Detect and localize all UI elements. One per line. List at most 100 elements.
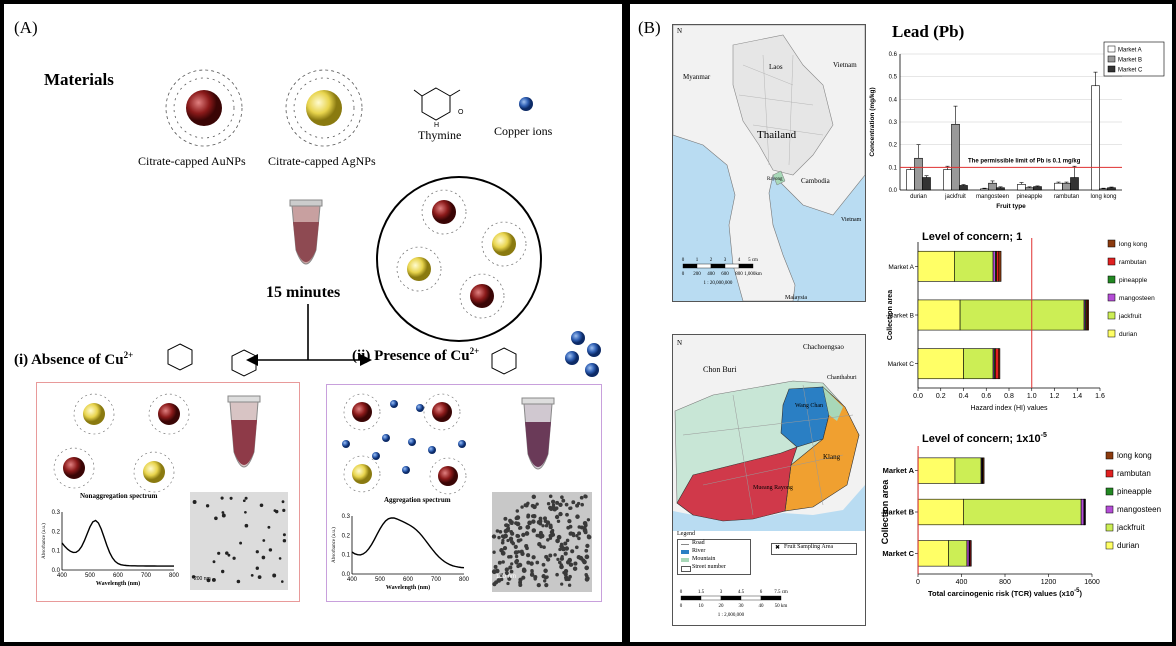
chart1-y-tick: 0.0 <box>889 188 898 194</box>
scale-segment <box>696 263 712 269</box>
tem-particle <box>565 538 570 543</box>
sampling-legend: ✖ Fruit Sampling Area <box>771 543 857 555</box>
legend-road: Road <box>692 540 705 546</box>
chart1-legend-label: Market C <box>1118 68 1143 74</box>
tem-particle <box>525 524 531 530</box>
tem-particle <box>516 550 521 554</box>
hstack-bar-segment <box>963 498 1082 526</box>
tem-particle <box>585 543 590 549</box>
tem-particle <box>526 553 531 558</box>
tem-particle <box>560 582 564 586</box>
tem-particle <box>548 553 553 558</box>
tem-particle <box>563 569 569 574</box>
tem-particle <box>530 570 534 574</box>
scale-segment <box>682 263 698 269</box>
scale-segment <box>738 263 754 269</box>
tem-particle <box>571 531 576 537</box>
sample-tube-icon <box>289 199 323 265</box>
chart1-bar <box>943 169 952 191</box>
tem-particle <box>533 577 537 581</box>
tem-particle <box>550 528 555 533</box>
hstack-bar-segment <box>998 348 1001 380</box>
hstack-bar-segment <box>963 348 994 380</box>
scale-tick-cm: 6 <box>760 590 763 595</box>
chart1-y-tick: 0.4 <box>889 97 898 103</box>
tem-particle <box>543 579 547 583</box>
tem-particle <box>542 545 546 549</box>
red-tube-icon <box>227 395 261 468</box>
tem-particle <box>526 514 530 519</box>
hstack-bar-segment <box>954 250 994 282</box>
tem-particle <box>527 520 532 526</box>
tem-particle <box>244 523 249 528</box>
tem-particle <box>494 568 500 574</box>
tem-particle <box>564 546 570 551</box>
au-nanoparticle-icon <box>165 69 243 147</box>
hstack-x-tick: 0.6 <box>981 393 991 400</box>
tem-particle <box>575 514 580 519</box>
chart1-bar <box>1091 85 1100 191</box>
legend-street-number: Street number <box>692 564 726 570</box>
tem-particle <box>583 530 588 535</box>
hstack-x-tick: 1.2 <box>1050 393 1060 400</box>
hstack-legend-swatch <box>1105 505 1114 514</box>
hstack-legend-label: jackfruit <box>1118 313 1142 320</box>
tem-particle <box>211 577 216 582</box>
tem-particle <box>524 531 530 536</box>
chart1-x-tick: rambutan <box>1054 194 1079 200</box>
tem-particle <box>504 523 509 528</box>
nonagg-title: Nonaggregation spectrum <box>80 492 158 500</box>
hstack-legend-swatch <box>1105 487 1114 496</box>
tem-particle <box>543 516 547 521</box>
tem-particle <box>586 518 591 522</box>
map1-label-laos: Laos <box>769 63 783 71</box>
scale-tick-cm: 7.5 cm <box>774 590 788 595</box>
chart1-bar <box>1054 182 1063 191</box>
hstack-category: Market B <box>882 508 914 517</box>
scale-tick-km: 40 <box>759 604 765 609</box>
spec-y-label: Absorbance (a.u.) <box>332 527 337 563</box>
tem-particle <box>574 545 579 550</box>
tem-particle <box>501 560 505 564</box>
au-label: Citrate-capped AuNPs <box>138 154 246 168</box>
scale-segment <box>710 263 726 269</box>
tem-particle <box>520 505 524 509</box>
presence-result-box <box>326 384 602 602</box>
tem-particle <box>502 545 508 551</box>
tem-particle <box>557 560 562 565</box>
chart1-bar <box>1033 186 1042 191</box>
scale-tick-km: 30 <box>739 604 745 609</box>
tem-particle <box>515 521 521 527</box>
tem-particle <box>242 499 246 503</box>
tem-particle <box>506 581 510 586</box>
tem-particle <box>514 558 520 564</box>
hstack-legend-swatch <box>1105 451 1114 460</box>
panel-a-label: (A) <box>14 18 38 37</box>
chart1-bar <box>951 123 960 191</box>
tem-particle <box>495 529 500 533</box>
panel-b: (B) N Myanmar Laos Vietnam Thailand Camb… <box>630 4 1172 642</box>
absence-result-box <box>36 382 300 602</box>
hstack-legend-swatch <box>1107 329 1116 338</box>
tem-particle <box>532 504 537 510</box>
spec-x-tick: 700 <box>141 573 152 579</box>
ag-nanoparticle-icon <box>285 69 363 147</box>
tem-particle <box>515 509 520 513</box>
tem-particle <box>491 534 497 539</box>
hstack-x-label: Total carcinogenic risk (TCR) values (x1… <box>928 588 1083 598</box>
spec-x-tick: 600 <box>113 573 124 579</box>
tem-scale-left: 200 nm <box>194 576 211 582</box>
spec-y-tick: 0.2 <box>342 533 351 539</box>
tem-particle <box>535 502 539 506</box>
map1-label-myanmar: Myanmar <box>683 73 711 81</box>
tem-particle <box>567 518 572 524</box>
tem-particle <box>545 575 549 579</box>
chart1-title: Lead (Pb) <box>892 22 965 41</box>
tem-particle <box>524 503 529 508</box>
tem-particle <box>268 548 273 552</box>
tem-particle <box>244 496 248 500</box>
chart1-bar <box>922 177 931 191</box>
tem-particle <box>548 523 553 528</box>
